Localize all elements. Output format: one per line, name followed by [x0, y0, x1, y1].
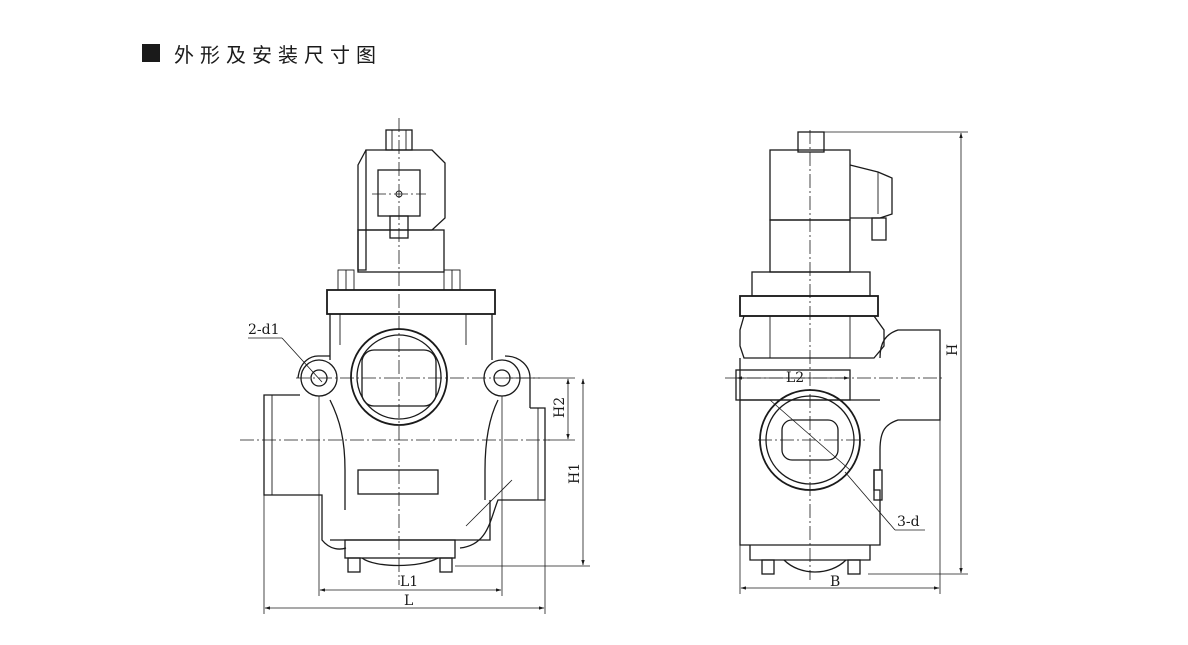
label-h1: H1	[567, 463, 583, 484]
section-heading: 外形及安装尺寸图	[142, 38, 382, 68]
label-2-d1: 2-d1	[248, 322, 280, 338]
label-h: H	[945, 344, 961, 356]
label-l: L	[404, 593, 413, 609]
side-connector-plug	[849, 164, 893, 219]
side-hex-nut	[739, 315, 885, 359]
front-view	[240, 118, 590, 614]
front-neck	[329, 314, 493, 360]
side-connector-pin	[871, 217, 887, 241]
label-l1: L1	[400, 574, 418, 590]
front-coil-lower	[357, 229, 445, 273]
front-nameplate	[357, 469, 439, 495]
front-bottom-left-plug	[347, 557, 361, 573]
front-flange-plate	[326, 289, 496, 315]
label-b: B	[830, 574, 840, 590]
side-view	[725, 130, 968, 594]
front-bottom-right-plug	[439, 557, 453, 573]
label-h2: H2	[552, 397, 568, 418]
side-body-outline	[739, 329, 941, 546]
label-l2: L2	[786, 370, 804, 386]
label-3-d: 3-d	[897, 514, 920, 530]
side-flange	[739, 295, 879, 317]
front-bottom-base	[344, 539, 456, 559]
side-base-plate	[751, 271, 871, 297]
front-body-outline	[263, 355, 546, 550]
side-top-knob	[797, 131, 825, 153]
front-coil-housing	[357, 149, 446, 271]
side-port-block	[735, 369, 851, 401]
heading-bullet-icon	[142, 44, 160, 62]
page-title: 外形及安装尺寸图	[174, 42, 382, 67]
